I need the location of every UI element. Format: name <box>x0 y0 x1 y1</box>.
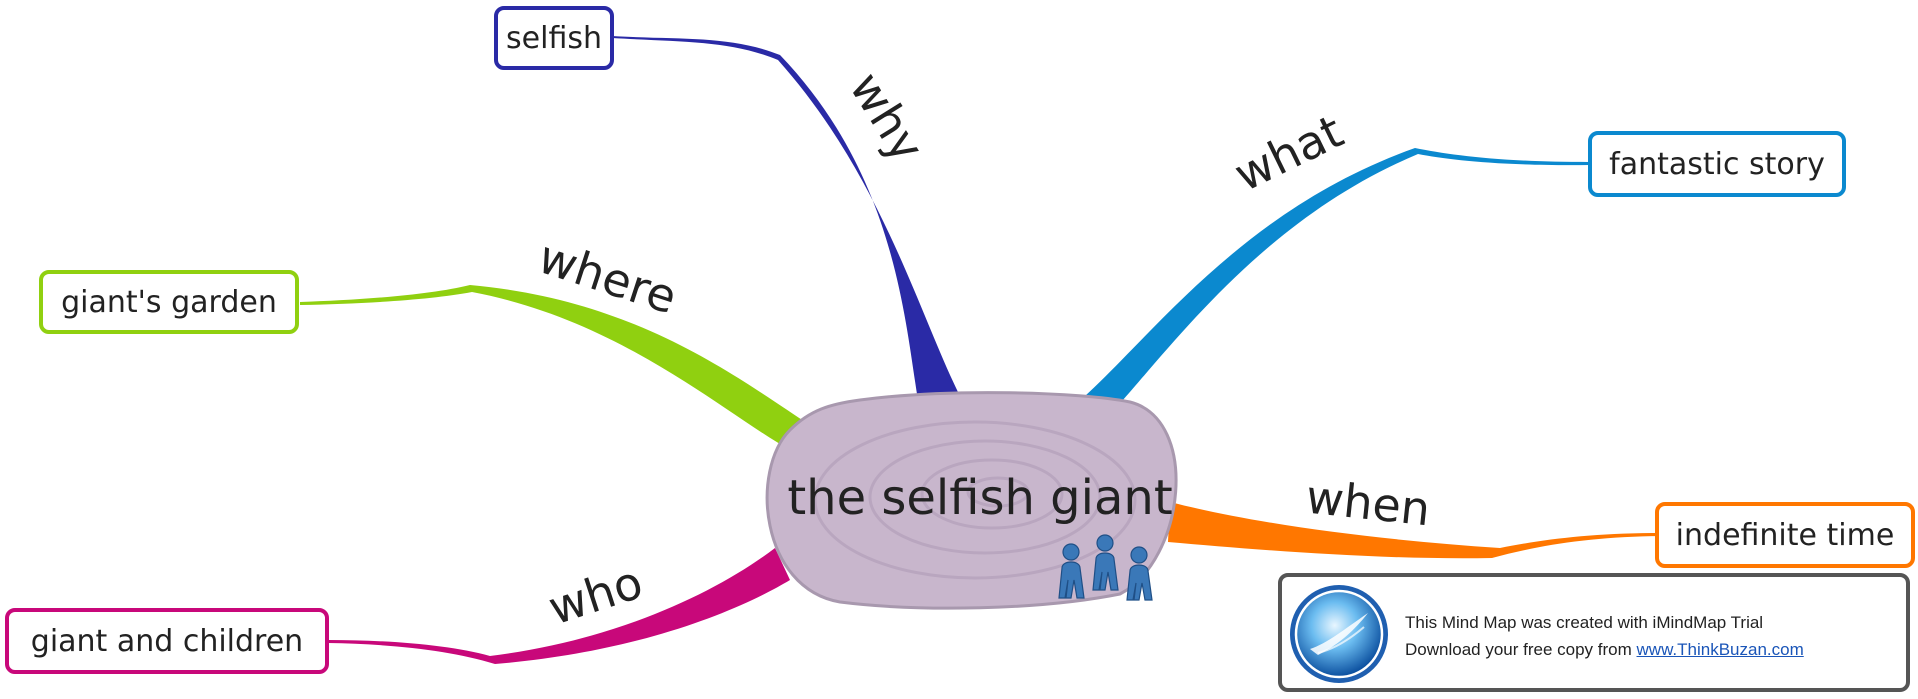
promo-line-1: This Mind Map was created with iMindMap … <box>1405 613 1764 632</box>
branch-where-line <box>300 285 810 450</box>
promo-line-2-prefix: Download your free copy from <box>1405 640 1632 659</box>
topic-box-giant-and-children[interactable]: giant and children <box>5 608 329 674</box>
promo-line-2: Download your free copy from www.ThinkBu… <box>1405 636 1804 663</box>
topic-box-indefinite-time[interactable]: indefinite time <box>1655 502 1915 568</box>
central-topic-title[interactable]: the selfish giant <box>787 470 1173 526</box>
people-icon <box>1058 534 1153 601</box>
branch-who-line <box>328 548 790 664</box>
trial-promo-box: This Mind Map was created with iMindMap … <box>1278 573 1910 692</box>
imindmap-logo-icon <box>1290 585 1388 683</box>
topic-box-fantastic-story[interactable]: fantastic story <box>1588 131 1846 197</box>
branch-when-line <box>1168 502 1660 559</box>
branch-what-line <box>1075 148 1590 420</box>
topic-box-giants-garden[interactable]: giant's garden <box>39 270 299 334</box>
branch-why-line <box>612 36 965 412</box>
topic-box-selfish[interactable]: selfish <box>494 6 614 70</box>
thinkbuzan-link[interactable]: www.ThinkBuzan.com <box>1636 640 1804 659</box>
